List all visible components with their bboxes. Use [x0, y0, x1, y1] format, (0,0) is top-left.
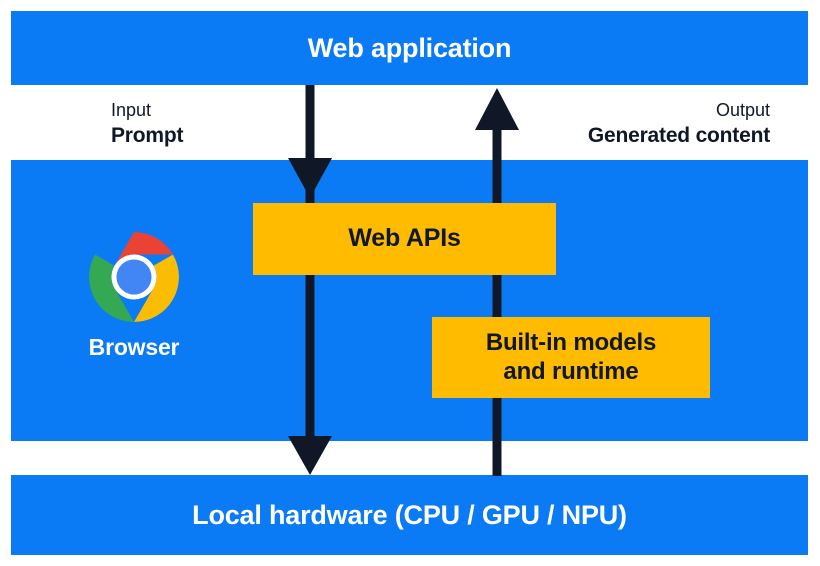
box-web-apis-label: Web APIs	[348, 224, 461, 253]
annotation-input-value: Prompt	[111, 124, 184, 148]
layer-local-hardware: Local hardware (CPU / GPU / NPU)	[11, 475, 808, 555]
box-web-apis[interactable]: Web APIs	[253, 203, 556, 275]
local-hardware-title: Local hardware (CPU / GPU / NPU)	[192, 499, 627, 530]
browser-block: Browser	[78, 232, 190, 359]
box-builtin-models-label: Built-in models and runtime	[485, 329, 657, 386]
annotation-input-kind: Input	[111, 100, 152, 120]
browser-label: Browser	[88, 334, 180, 360]
box-builtin-models-label-line2: and runtime	[503, 357, 639, 385]
annotation-output-value: Generated content	[587, 124, 770, 148]
annotation-output: Output Generated content	[588, 100, 770, 149]
box-builtin-models-label-line1: Built-in models	[485, 329, 657, 357]
chrome-logo-icon	[89, 232, 179, 322]
annotation-input: Input Prompt	[111, 100, 184, 149]
web-application-title: Web application	[307, 32, 512, 63]
annotation-output-kind: Output	[715, 100, 770, 120]
layer-web-application: Web application	[11, 11, 808, 85]
box-builtin-models[interactable]: Built-in models and runtime	[432, 317, 710, 398]
